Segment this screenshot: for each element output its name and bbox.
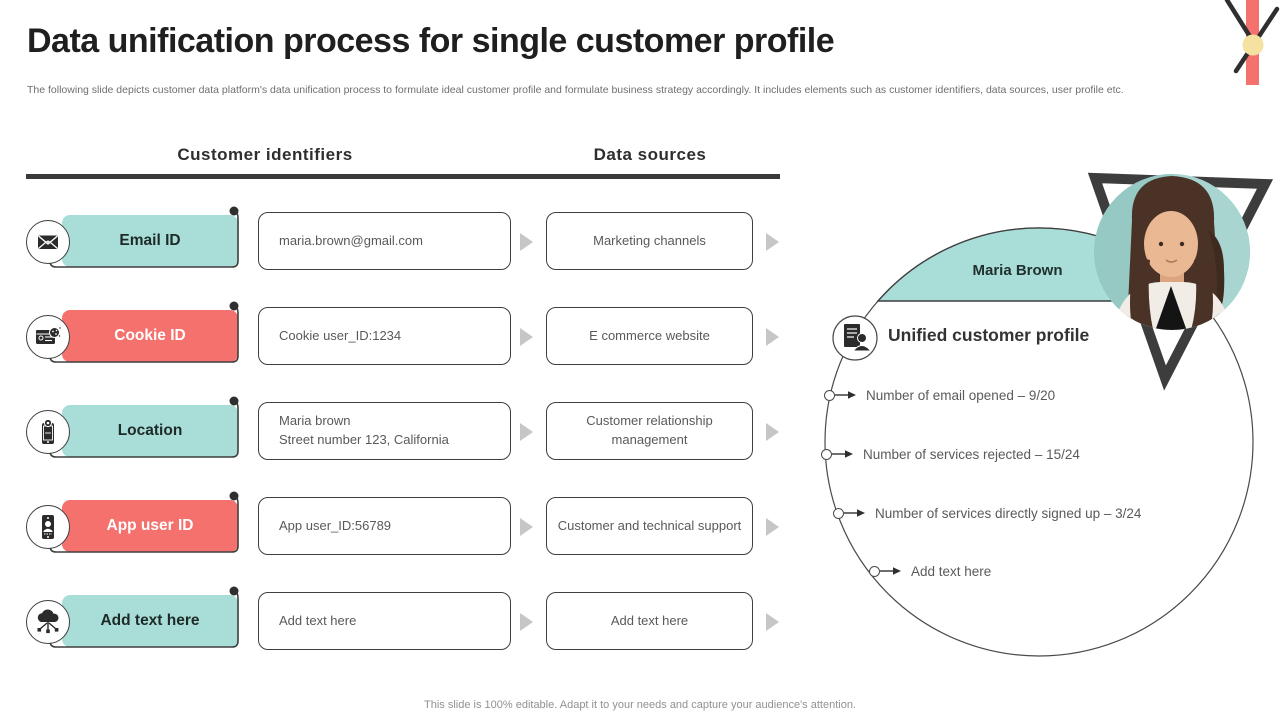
bullet-node-icon (833, 507, 844, 519)
arrow-right-icon (520, 327, 533, 346)
bullet-text[interactable]: Number of services rejected – 15/24 (863, 446, 1080, 462)
arrow-right-icon (766, 232, 779, 251)
arrow-right-icon (766, 422, 779, 441)
data-source[interactable]: Add text here (546, 592, 753, 650)
cloud-network-icon (26, 599, 70, 644)
identifier-label[interactable]: Email ID (62, 215, 238, 267)
identifier-value[interactable]: Maria brown Street number 123, Californi… (258, 402, 511, 460)
profile-name: Maria Brown (972, 262, 1063, 279)
data-source[interactable]: E commerce website (546, 307, 753, 365)
bullet-text[interactable]: Number of services directly signed up – … (875, 505, 1142, 521)
bullet-arrow-icon (844, 509, 865, 517)
unified-profile-diagram (824, 172, 1274, 657)
app-user-icon (26, 504, 70, 549)
cookie-icon (26, 314, 70, 359)
table-row: Cookie ID Cookie user_ID:1234 E commerce… (26, 289, 786, 384)
bullet-text[interactable]: Add text here (911, 563, 992, 579)
bullet-arrow-icon (835, 391, 856, 399)
corner-ribbon-decoration (1224, 0, 1280, 85)
page-title: Data unification process for single cust… (27, 22, 835, 60)
column-header-data-sources: Data sources (593, 145, 707, 164)
identifier-label[interactable]: Location (62, 405, 238, 457)
bullet-arrow-icon (832, 450, 853, 458)
arrow-right-icon (520, 517, 533, 536)
data-source[interactable]: Customer relationship management (546, 402, 753, 460)
profile-bullet: Number of services rejected – 15/24 (821, 445, 1080, 463)
arrow-right-icon (766, 327, 779, 346)
identifier-label[interactable]: Cookie ID (62, 310, 238, 362)
table-row: Add text here Add text here Add text her… (26, 574, 786, 669)
slide-subtitle: The following slide depicts customer dat… (27, 84, 1124, 96)
profile-bullet: Add text here (869, 562, 991, 580)
identifier-label[interactable]: Add text here (62, 595, 238, 647)
identifier-value[interactable]: Cookie user_ID:1234 (258, 307, 511, 365)
arrow-right-icon (766, 517, 779, 536)
table-row: App user ID App user_ID:56789 Customer a… (26, 479, 786, 574)
header-divider-bar (26, 174, 780, 179)
location-icon (26, 409, 70, 454)
bullet-node-icon (824, 389, 835, 401)
profile-bullet: Number of services directly signed up – … (833, 504, 1141, 522)
profile-heading: Unified customer profile (888, 325, 1090, 345)
identifier-value[interactable]: Add text here (258, 592, 511, 650)
identifier-value[interactable]: App user_ID:56789 (258, 497, 511, 555)
identifier-value[interactable]: maria.brown@gmail.com (258, 212, 511, 270)
arrow-right-icon (520, 422, 533, 441)
data-source[interactable]: Marketing channels (546, 212, 753, 270)
table-row: Location Maria brown Street number 123, … (26, 384, 786, 479)
email-icon (26, 219, 70, 264)
arrow-right-icon (766, 612, 779, 631)
profile-bullet: Number of email opened – 9/20 (824, 386, 1055, 404)
bullet-arrow-icon (880, 567, 901, 575)
footer-note: This slide is 100% editable. Adapt it to… (424, 699, 856, 711)
arrow-right-icon (520, 612, 533, 631)
arrow-right-icon (520, 232, 533, 251)
customer-profile-icon (832, 315, 878, 361)
table-row: Email ID maria.brown@gmail.com Marketing… (26, 194, 786, 289)
data-source[interactable]: Customer and technical support (546, 497, 753, 555)
bullet-node-icon (869, 565, 880, 577)
identifier-label[interactable]: App user ID (62, 500, 238, 552)
avatar (1094, 174, 1250, 330)
column-header-customer-identifiers: Customer identifiers (177, 145, 353, 164)
bullet-node-icon (821, 448, 832, 460)
bullet-text[interactable]: Number of email opened – 9/20 (866, 387, 1056, 403)
